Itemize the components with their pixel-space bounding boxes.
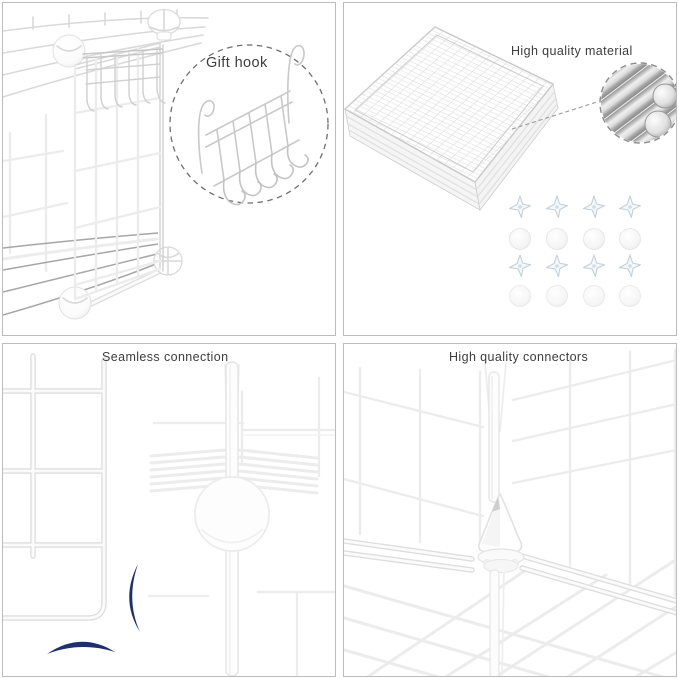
caption-gift-hook: Gift hook <box>206 55 268 71</box>
corner-ball-connectors <box>52 8 183 320</box>
panel-seamless: Seamless connection <box>2 343 336 677</box>
floor-shelf-grid <box>344 557 676 676</box>
caption-connectors: High quality connectors <box>449 350 589 364</box>
caption-material: High quality material <box>511 44 633 58</box>
panel-connectors: High quality connectors <box>343 343 677 677</box>
cube-left-face-wires <box>3 113 69 273</box>
gift-hook-inset-illustration <box>169 44 329 206</box>
corner-connector-photo <box>344 348 676 676</box>
stacked-panels-photo <box>344 26 676 307</box>
corner-accent-arcs <box>47 564 140 654</box>
joint-closeup <box>147 361 335 676</box>
panel-material: High quality material <box>343 2 677 336</box>
post-below <box>489 569 505 676</box>
left-wall-grid <box>344 366 485 550</box>
seamless-connection-photo <box>3 353 335 676</box>
edge-rails <box>344 538 676 616</box>
cube-shelf-wires <box>3 232 159 316</box>
connector-parts-grid <box>508 195 642 307</box>
round-connector-disc <box>194 476 270 552</box>
right-wall-grid <box>511 348 676 598</box>
callout-line <box>511 101 598 130</box>
wire-panel-grid <box>3 353 107 621</box>
triangle-connector <box>477 493 525 573</box>
corner-post <box>484 361 507 503</box>
hanging-hook-rack <box>82 48 166 112</box>
steel-wire-zoom-photo <box>599 62 676 144</box>
wire-cube-photo <box>3 8 329 320</box>
panel-gift-hook: Gift hook <box>2 2 336 336</box>
caption-seamless: Seamless connection <box>102 350 229 364</box>
cube-side-panel-grid <box>73 42 164 301</box>
